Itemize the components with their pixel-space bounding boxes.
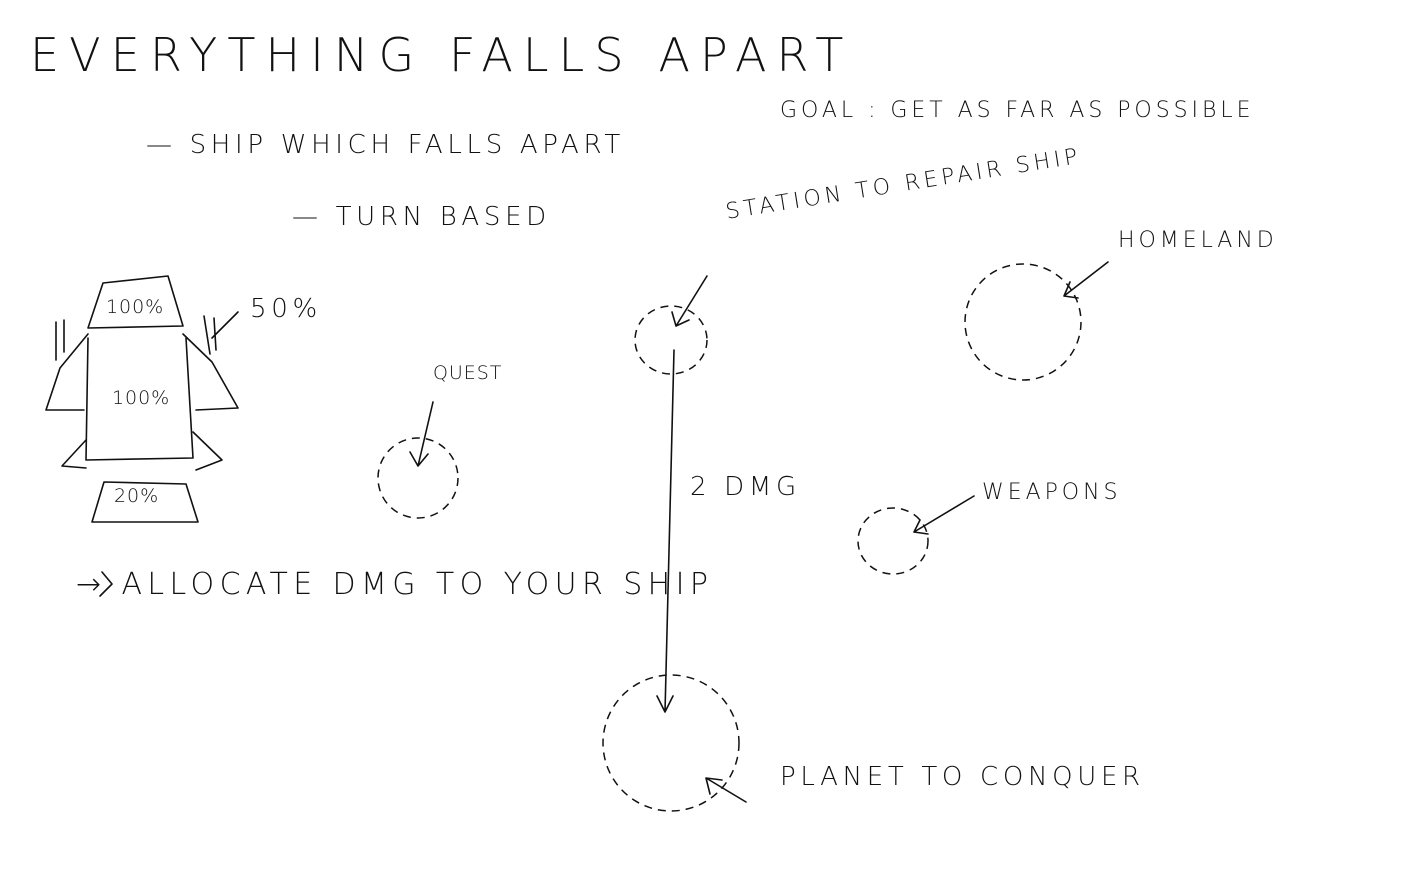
planet-circle [602, 674, 740, 812]
turn-note: — TURN BASED [292, 202, 551, 232]
planet-arrow [705, 777, 747, 803]
quest-arrow [409, 401, 434, 467]
weapons-label: WEAPONS [982, 480, 1122, 505]
homeland-label: HOMELAND [1118, 228, 1278, 253]
ship-engine-percent: 20% [114, 485, 160, 507]
homeland-arrow [1063, 261, 1109, 299]
allocate-note: → ALLOCATE DMG TO YOUR SHIP [76, 567, 714, 602]
station-circle [634, 305, 708, 375]
ship-main-body [85, 337, 194, 461]
ship-body-percent: 100% [112, 387, 171, 409]
weapons-circle [857, 507, 929, 575]
weapons-arrow [913, 495, 975, 535]
goal-note: GOAL : GET AS FAR AS POSSIBLE [780, 98, 1255, 123]
quest-label: QUEST [433, 362, 503, 384]
station-arrow [671, 275, 708, 327]
ship-front-percent: 100% [106, 296, 165, 318]
ship-front-section [87, 275, 184, 329]
ship-side-percent: 50% [250, 294, 322, 324]
homeland-circle [964, 263, 1082, 381]
travel-damage-label: 2 DMG [690, 472, 801, 502]
ship-left-strut [55, 319, 65, 361]
ship-right-wing [182, 333, 239, 411]
ship-left-fin [61, 439, 87, 469]
travel-arrow [656, 349, 675, 713]
ship-note: — SHIP WHICH FALLS APART [146, 130, 625, 160]
quest-circle [377, 437, 459, 519]
planet-label: PLANET TO CONQUER [780, 762, 1145, 792]
allocate-arrow-stroke [99, 571, 113, 597]
ship-sketch [45, 275, 239, 523]
ship-left-wing [45, 333, 89, 411]
side-percent-leader-line [211, 311, 239, 339]
ship-right-fin [192, 431, 223, 471]
ship-engine-section [91, 481, 199, 523]
page-title: EVERYTHING FALLS APART [30, 28, 854, 82]
